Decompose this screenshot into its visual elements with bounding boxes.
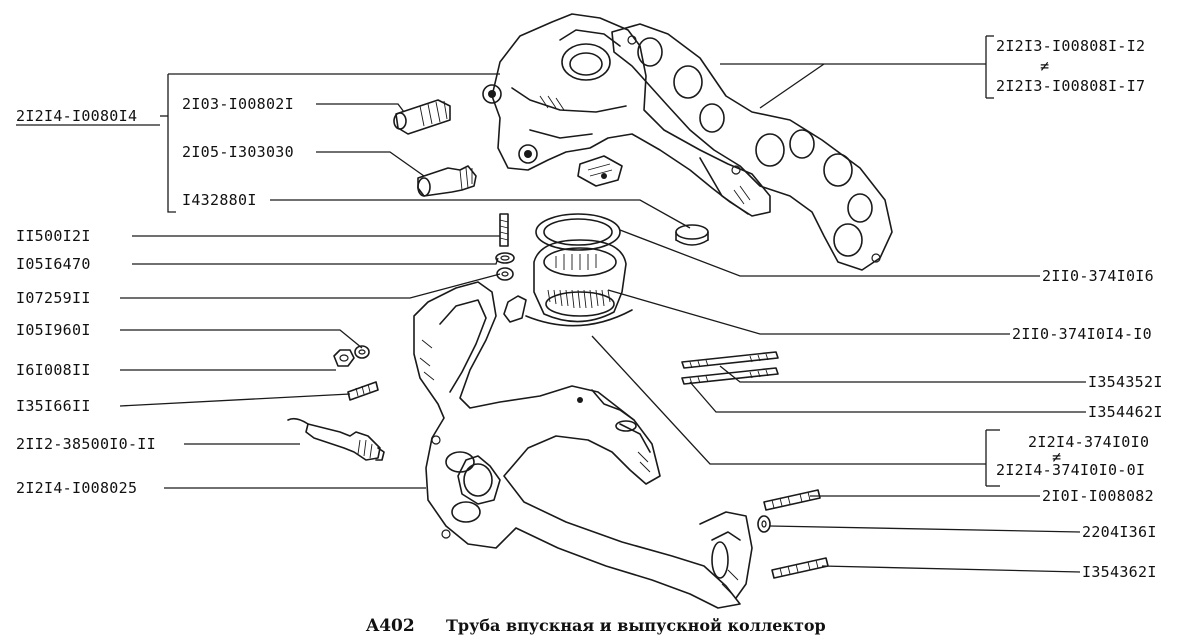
stud-part-a: [393, 99, 451, 135]
intake-pipe: [413, 281, 753, 609]
label-exhaust-manifold: 2I2I4-I0080I4: [16, 107, 137, 125]
label-throttle-body: 2II0-374I0I4-I0: [1012, 325, 1152, 343]
plug-cap: [675, 224, 709, 246]
stud-c: [763, 489, 821, 511]
label-washer-a: I05I6470: [16, 255, 91, 273]
label-not-equal-top: ≠: [1040, 57, 1049, 75]
throttle-body: [503, 239, 633, 327]
label-plug-cap: I432880I: [182, 191, 257, 209]
callout-labels: 2I2I4-I0080I4 2I03-I00802I 2I05-I303030 …: [16, 37, 1163, 581]
label-intake-pipe: 2I2I4-I008025: [16, 479, 137, 497]
label-nut-c: I6I008II: [16, 361, 91, 379]
stud-d: [771, 557, 829, 579]
label-throttle-gasket: 2II0-374I0I6: [1042, 267, 1154, 285]
sensor-plug: [417, 165, 477, 197]
figure-caption: A402 Труба впускная и выпускной коллекто…: [365, 616, 826, 636]
label-stud-d: I354362I: [1082, 563, 1157, 581]
pin-a: [681, 351, 779, 369]
label-washer-b: 2204I36I: [1082, 523, 1157, 541]
label-unit-a: 2I2I4-374I0I0: [1028, 433, 1149, 451]
caption-code: A402: [365, 616, 415, 636]
washer-a: [495, 252, 515, 264]
label-nut-a: I07259II: [16, 289, 91, 307]
label-unit-b: 2I2I4-374I0I0-0I: [996, 461, 1145, 479]
pin-b: [681, 367, 779, 385]
nut-b: [354, 345, 370, 359]
label-pin-b: I354462I: [1088, 403, 1163, 421]
label-nut-b: I05I960I: [16, 321, 91, 339]
label-stud-b: I35I66II: [16, 397, 91, 415]
small-stud: [499, 213, 509, 247]
label-oxygen-sensor: 2II2-38500I0-II: [16, 435, 156, 453]
washer-b: [757, 515, 771, 533]
leader-lines: [119, 35, 1086, 573]
oxygen-sensor: [287, 417, 385, 461]
stud-b: [347, 381, 379, 401]
label-gasket-b: 2I2I3-I00808I-I7: [996, 77, 1145, 95]
caption-title: Труба впускная и выпускной коллектор: [446, 616, 826, 635]
label-pin-a: I354352I: [1088, 373, 1163, 391]
label-not-equal-mid: ≠: [1052, 448, 1061, 466]
throttle-gasket: [535, 213, 621, 251]
nut-c: [333, 349, 355, 367]
exhaust-manifold: [482, 13, 771, 217]
label-sensor-plug: 2I05-I303030: [182, 143, 294, 161]
label-stud-c: 2I0I-I008082: [1042, 487, 1154, 505]
label-gasket-a: 2I2I3-I00808I-I2: [996, 37, 1145, 55]
nut-a: [496, 267, 514, 281]
label-stud-small: II500I2I: [16, 227, 91, 245]
label-stud-a: 2I03-I00802I: [182, 95, 294, 113]
